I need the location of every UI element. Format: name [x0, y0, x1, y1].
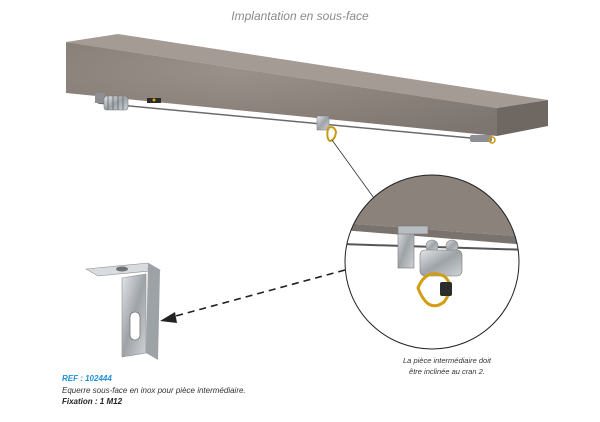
- intermediate-piece: [316, 115, 338, 143]
- concrete-beam: [66, 34, 548, 136]
- bracket-description: Equerre sous-face en inox pour pièce int…: [62, 386, 246, 395]
- detail-note-line-1: La pièce intermédiaire doit: [403, 356, 491, 365]
- detail-note: La pièce intermédiaire doit être incliné…: [372, 355, 522, 377]
- detail-magnifier: [344, 174, 520, 350]
- detail-note-line-2: être inclinée au cran 2.: [409, 367, 485, 376]
- end-tensioner: [95, 93, 161, 111]
- end-anchor: [470, 135, 496, 144]
- page-title: Implantation en sous-face: [231, 9, 369, 23]
- reference-code: REF : 102444: [62, 374, 112, 383]
- fixation-spec: Fixation : 1 M12: [62, 397, 123, 406]
- lifeline-cable: [97, 102, 493, 141]
- dashed-arrow: [160, 269, 346, 323]
- angle-bracket: [85, 262, 161, 360]
